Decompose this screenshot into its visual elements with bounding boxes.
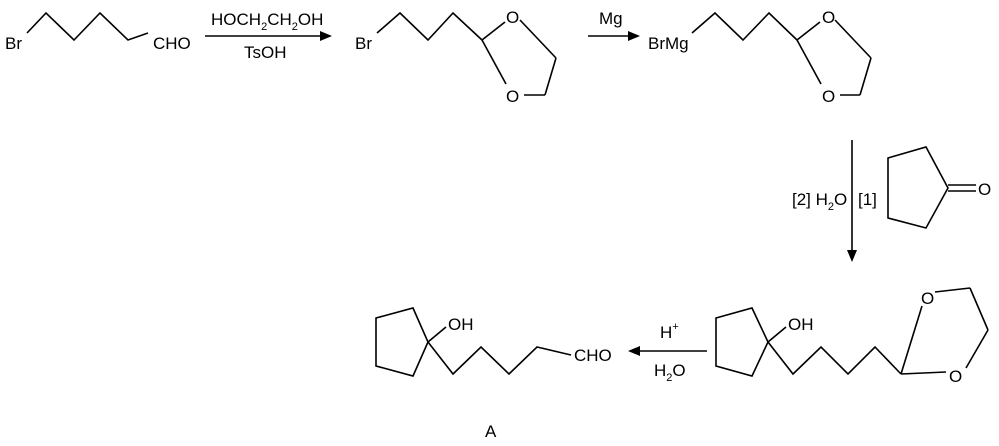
step4-arrow-head — [628, 346, 640, 356]
m4-o-top-label: O — [921, 289, 934, 308]
step1-reagent-below: TsOH — [244, 43, 287, 62]
m3-chain-bonds — [691, 11, 798, 42]
product-chain-bonds — [427, 341, 572, 376]
m4-o-bottom-label: O — [949, 367, 962, 386]
m4-chain-bonds — [767, 341, 902, 376]
m3-ring-bond-c2-o1 — [796, 21, 821, 41]
m4-ring-bond-o1-c5 — [934, 287, 971, 293]
product-label-a: A — [485, 422, 497, 441]
product-cho-label: CHO — [574, 346, 612, 365]
step1-reagent-above: HOCH2CH2OH — [211, 10, 323, 33]
m2-o-top-label: O — [506, 8, 519, 27]
m2-ring-bond-c5-c4 — [544, 57, 557, 96]
step4-reagent-above: H+ — [660, 321, 679, 342]
m4-ring-bond-c2-o1 — [900, 305, 923, 375]
m2-br-label: Br — [355, 34, 372, 53]
m3-o-bottom-label: O — [822, 87, 835, 106]
step4-arrow-group: H+ H2O — [628, 321, 707, 384]
product-cyclopentane-ring — [375, 307, 429, 377]
cyclopentanone-ring — [887, 146, 949, 229]
m2-ring-bond-o1-c5 — [519, 19, 557, 59]
molecule-grignard-dioxolane: BrMg O O — [648, 8, 872, 106]
m4-ring-bond-c5-c4 — [969, 287, 989, 331]
ketone-o-label: O — [978, 180, 991, 199]
m4-oh-label: OH — [788, 315, 814, 334]
step2-reagent-above: Mg — [599, 9, 623, 28]
m2-ring-bond-c2-o1 — [481, 21, 506, 41]
molecule-bromo-dioxolane: Br O O — [355, 8, 557, 106]
step3-reagent-left: [2] H2O — [792, 190, 847, 213]
m4-ring-bond-c4-o3 — [965, 329, 989, 369]
step2-arrow-group: Mg — [588, 9, 640, 41]
step3-reagent-right: [1] — [858, 190, 877, 209]
m1-br-label: Br — [5, 34, 22, 53]
m3-brmg-label: BrMg — [648, 34, 689, 53]
step1-arrow-head — [320, 31, 332, 41]
step2-arrow-head — [628, 31, 640, 41]
m2-ring-bond-o3-c2 — [481, 39, 507, 85]
m3-ring-bond-o3-c2 — [796, 39, 822, 85]
step4-reagent-below: H2O — [654, 361, 686, 384]
molecule-product-a: OH CHO A — [375, 307, 612, 441]
m1-chain-bonds — [26, 11, 149, 42]
m4-cyclopentane-ring — [715, 307, 769, 377]
m1-cho-label: CHO — [153, 34, 191, 53]
molecule-alcohol-dioxolane: OH O O — [715, 287, 989, 386]
molecule-cyclopentanone: O — [887, 146, 991, 229]
step3-arrow-head — [847, 250, 857, 262]
molecule-4-bromobutanal: Br CHO — [5, 11, 191, 53]
m2-o-bottom-label: O — [506, 87, 519, 106]
m4-oh-bond — [767, 326, 787, 343]
m4-ring-bond-o3-c2 — [900, 371, 947, 375]
step3-arrow-group: [2] H2O [1] — [792, 140, 877, 262]
m3-o-top-label: O — [822, 8, 835, 27]
m3-ring-bond-c5-c4 — [859, 57, 872, 96]
m3-ring-bond-o1-c5 — [834, 19, 872, 59]
m2-chain-bonds — [376, 11, 483, 42]
product-oh-bond — [427, 326, 447, 343]
step1-arrow-group: HOCH2CH2OH TsOH — [205, 10, 332, 62]
product-oh-label: OH — [448, 315, 474, 334]
